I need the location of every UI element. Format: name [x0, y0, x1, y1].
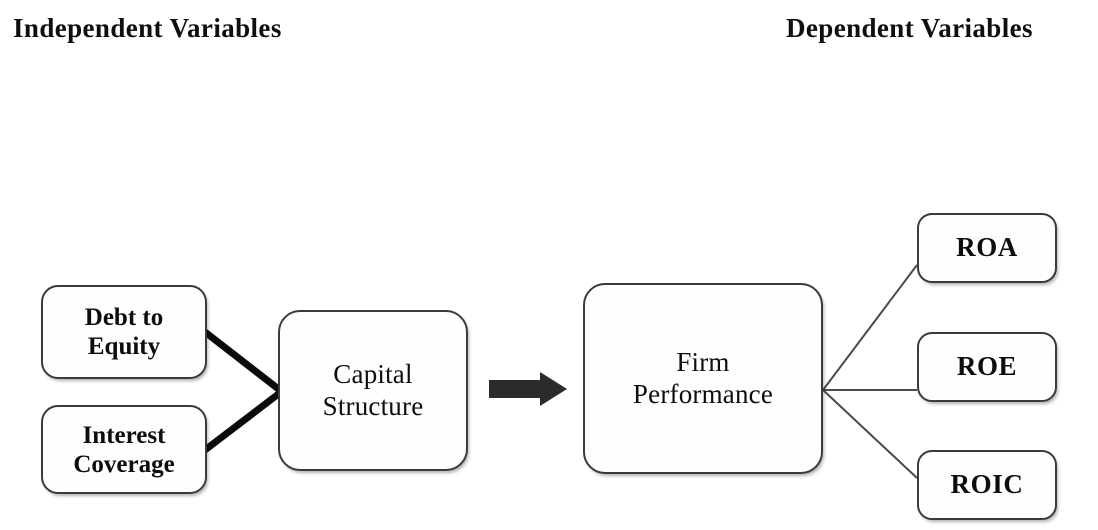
dependent-variables-heading: Dependent Variables	[786, 13, 1033, 43]
node-roa[interactable]: ROA	[917, 213, 1057, 283]
link-debt-to-capital	[202, 329, 284, 394]
capital-to-firm-arrow	[489, 372, 567, 406]
node-roic[interactable]: ROIC	[917, 450, 1057, 520]
node-firm-performance-label: Firm Performance	[632, 347, 774, 409]
node-roe-label: ROE	[956, 351, 1018, 382]
link-firm-to-roic	[822, 389, 918, 479]
independent-variables-heading: Independent Variables	[13, 13, 282, 43]
node-debt-to-equity-label: Debt to Equity	[84, 304, 164, 360]
link-firm-to-roa	[822, 264, 918, 391]
node-roe[interactable]: ROE	[917, 332, 1057, 402]
node-interest-coverage[interactable]: Interest Coverage	[41, 405, 207, 494]
node-capital-structure[interactable]: Capital Structure	[278, 310, 468, 471]
link-interest-to-capital	[202, 389, 284, 453]
node-roa-label: ROA	[956, 232, 1018, 263]
node-capital-structure-label: Capital Structure	[322, 359, 424, 421]
node-debt-to-equity[interactable]: Debt to Equity	[41, 285, 207, 379]
node-firm-performance[interactable]: Firm Performance	[583, 283, 823, 474]
node-roic-label: ROIC	[950, 469, 1024, 500]
node-interest-coverage-label: Interest Coverage	[73, 421, 175, 478]
